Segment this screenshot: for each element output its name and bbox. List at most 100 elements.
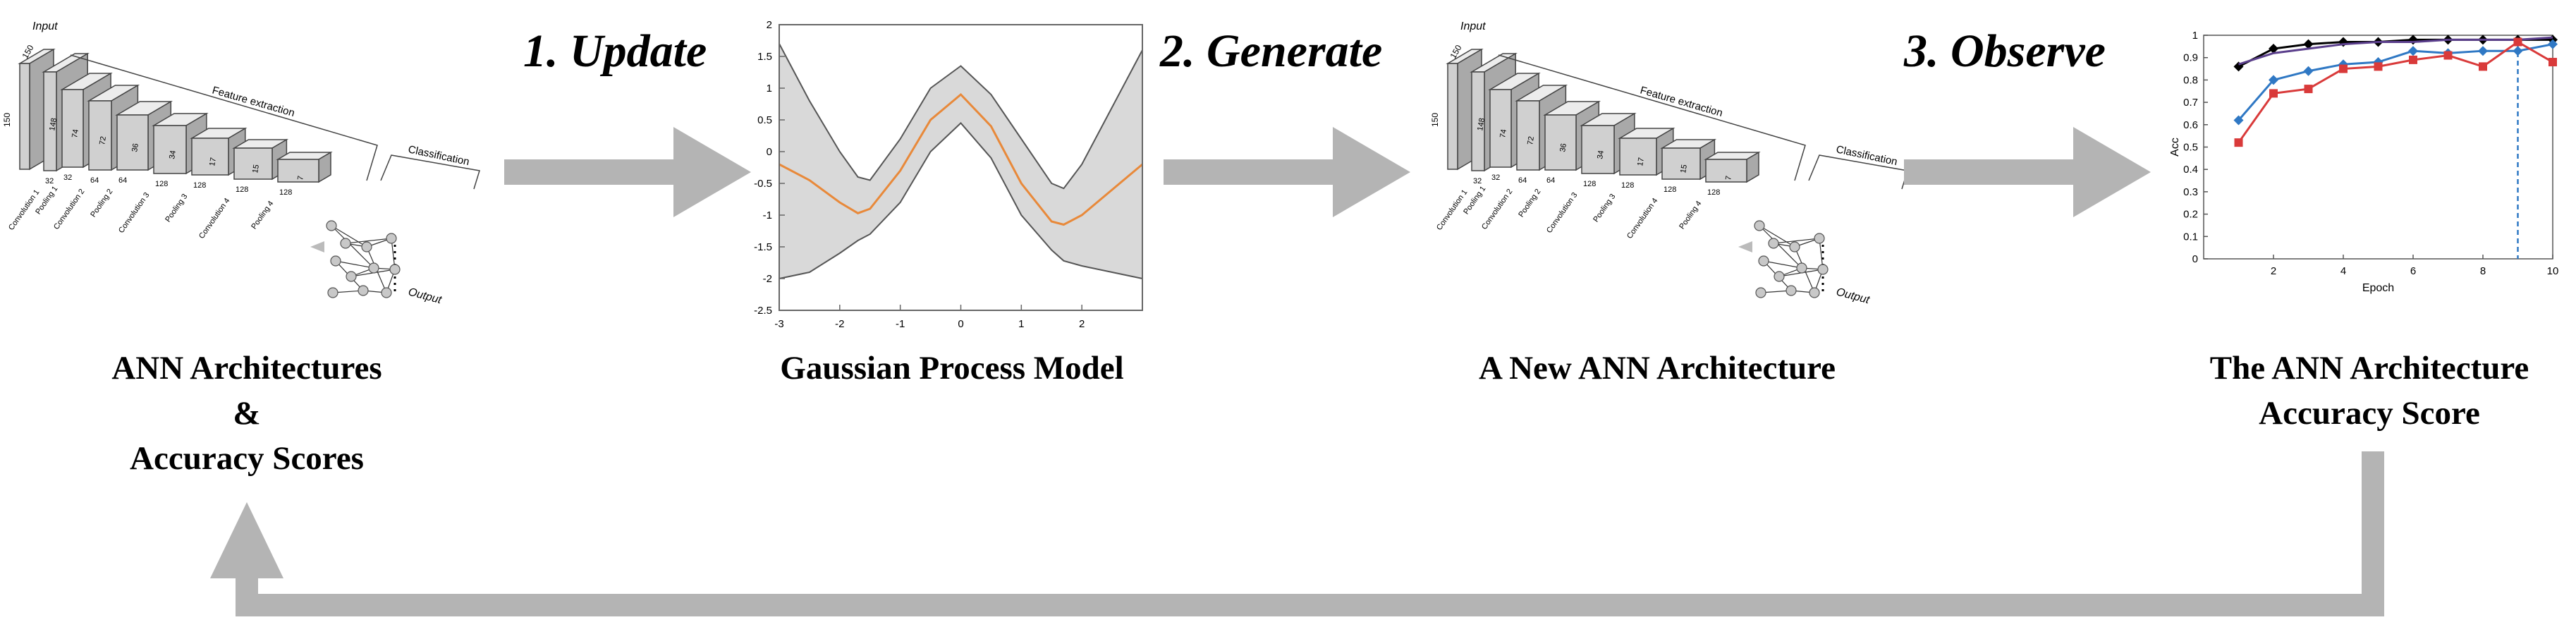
gp-mean-line bbox=[779, 92, 1143, 226]
cnn-fc-edge-7 bbox=[345, 238, 392, 244]
cnn-block-channels-2: 32 bbox=[63, 174, 72, 182]
cnn-classification-bracket bbox=[380, 154, 480, 190]
acc-series-3-point-1 bbox=[2269, 89, 2278, 98]
cnn-fc-edge-5 bbox=[1759, 225, 1802, 269]
cnn-flow-arrow bbox=[310, 241, 324, 252]
flow-arrows bbox=[210, 127, 2384, 616]
cnn-fc-node-3 bbox=[346, 271, 357, 282]
acc-xtick-label-0: 2 bbox=[2271, 265, 2276, 277]
cnn-block-4-front bbox=[1544, 114, 1577, 171]
cnn-fc-node-8 bbox=[1814, 233, 1825, 244]
gp-ytick-label-3: -1 bbox=[763, 209, 772, 221]
cnn-feature-bracket bbox=[70, 54, 378, 181]
label-new-ann-architecture: A New ANN Architecture bbox=[1478, 350, 1836, 386]
gp-xtick-label-1: -2 bbox=[835, 318, 844, 330]
cnn-block-channels-8: 128 bbox=[1707, 188, 1720, 197]
acc-series-0-point-2 bbox=[2303, 39, 2314, 49]
cnn-block-8-front bbox=[277, 159, 319, 183]
acc-series-3-point-8 bbox=[2513, 37, 2522, 47]
cnn-fc-node-8 bbox=[386, 233, 397, 244]
cnn-block-size-5: 34 bbox=[1596, 150, 1606, 159]
acc-xlabel: Epoch bbox=[2362, 282, 2394, 294]
cnn-feature-bracket bbox=[1498, 54, 1806, 181]
acc-series-3-point-4 bbox=[2374, 62, 2383, 71]
cnn-fc-node-10 bbox=[381, 287, 392, 298]
cnn-feature-label: Feature extraction bbox=[211, 85, 296, 120]
cnn-output-label: Output bbox=[407, 286, 443, 306]
cnn-fc-node-9 bbox=[389, 264, 401, 275]
gp-ytick-label-7: 1 bbox=[767, 83, 772, 95]
cnn-block-size-8: 7 bbox=[1724, 175, 1733, 181]
acc-series-2-point-7 bbox=[2478, 46, 2488, 56]
gp-confidence-band bbox=[779, 43, 1143, 280]
cnn-layer-name-3: Convolution 2 bbox=[52, 188, 86, 231]
cnn-input-slab-front bbox=[1447, 63, 1458, 170]
cnn-fc-node-7 bbox=[1786, 285, 1797, 296]
cnn-block-8 bbox=[276, 151, 333, 183]
cnn-layer-name-8: Pooling 4 bbox=[250, 200, 275, 231]
cnn-block-channels-4: 64 bbox=[1546, 176, 1555, 185]
cnn-block-channels-2: 32 bbox=[1491, 174, 1500, 182]
acc-series-2-point-8 bbox=[2513, 46, 2523, 56]
cnn-block-channels-8: 128 bbox=[279, 188, 292, 197]
cnn-block-8-front bbox=[1705, 159, 1747, 183]
label-score-line2: Accuracy Score bbox=[2259, 395, 2480, 432]
cnn-block-size-4: 36 bbox=[130, 142, 140, 152]
acc-ytick-label-7: 0.7 bbox=[2183, 97, 2198, 109]
gp-ytick-label-9: 2 bbox=[767, 19, 772, 31]
acc-xtick-label-1: 4 bbox=[2340, 265, 2346, 277]
label-ann-architectures: ANN Architectures & Accuracy Scores bbox=[71, 346, 423, 481]
gp-xtick-label-0: -3 bbox=[774, 318, 783, 330]
cnn-block-2-front bbox=[61, 89, 84, 168]
acc-series-2-point-9 bbox=[2548, 39, 2558, 49]
acc-ytick-label-1: 0.1 bbox=[2183, 231, 2198, 243]
gp-xtick-label-3: 0 bbox=[958, 318, 963, 330]
acc-series-3-line bbox=[2238, 40, 2553, 144]
cnn-fc-edge-7 bbox=[1773, 238, 1820, 244]
cnn-block-3-front bbox=[1516, 100, 1540, 171]
acc-series-3-point-7 bbox=[2479, 62, 2487, 71]
cnn-block-5-front bbox=[153, 125, 187, 174]
step-update-label: 1. Update bbox=[523, 25, 707, 77]
acc-series-3-point-2 bbox=[2304, 85, 2313, 94]
arrow-observe bbox=[1904, 127, 2151, 217]
arrow-feedback-head bbox=[210, 502, 283, 578]
acc-series-0-point-5 bbox=[2408, 35, 2418, 45]
cnn-layer-name-7: Convolution 4 bbox=[197, 197, 231, 241]
cnn-fc-node-6 bbox=[368, 262, 379, 274]
arrow-generate bbox=[1164, 127, 1410, 217]
cnn-block-8 bbox=[1704, 151, 1761, 183]
acc-ytick-label-0: 0 bbox=[2192, 253, 2198, 265]
cnn-block-channels-1: 32 bbox=[1473, 177, 1482, 185]
cnn-fc-node-0 bbox=[326, 220, 337, 231]
cnn-block-3-front bbox=[88, 100, 112, 171]
cnn-block-size-5: 34 bbox=[168, 150, 178, 159]
cnn-layer-name-8: Pooling 4 bbox=[1678, 200, 1703, 231]
step-observe-label: 3. Observe bbox=[1904, 25, 2106, 77]
cnn-block-6-front bbox=[191, 138, 229, 176]
cnn-layer-name-5: Convolution 3 bbox=[1545, 191, 1579, 235]
gp-ytick-label-8: 1.5 bbox=[757, 51, 772, 63]
cnn-fc-node-7 bbox=[358, 285, 369, 296]
cnn-fc-edge-5 bbox=[331, 225, 374, 269]
acc-ytick-label-6: 0.6 bbox=[2183, 119, 2198, 131]
acc-series-3-point-0 bbox=[2234, 138, 2243, 147]
label-gaussian-process-model: Gaussian Process Model bbox=[780, 350, 1124, 386]
cnn-block-4-front bbox=[116, 114, 149, 171]
cnn-input-slab-front bbox=[19, 63, 30, 170]
step-generate-label: 2. Generate bbox=[1160, 25, 1383, 77]
label-ann-line3: Accuracy Scores bbox=[130, 440, 364, 477]
cnn-block-size-4: 36 bbox=[1558, 142, 1568, 152]
cnn-block-1-front bbox=[43, 71, 57, 171]
acc-ytick-label-5: 0.5 bbox=[2183, 142, 2198, 154]
gp-xtick-label-4: 1 bbox=[1018, 318, 1024, 330]
cnn-block-size-6: 17 bbox=[1636, 157, 1646, 166]
cnn-fc-edge-2 bbox=[335, 260, 374, 269]
cnn-input-label: Input bbox=[1460, 20, 1486, 32]
cnn-layer-name-2: Pooling 1 bbox=[1462, 185, 1487, 216]
acc-series-3-point-6 bbox=[2443, 51, 2453, 60]
gp-xtick-label-2: -1 bbox=[896, 318, 905, 330]
acc-xtick-label-3: 8 bbox=[2480, 265, 2486, 277]
cnn-fc-node-5 bbox=[361, 241, 372, 252]
